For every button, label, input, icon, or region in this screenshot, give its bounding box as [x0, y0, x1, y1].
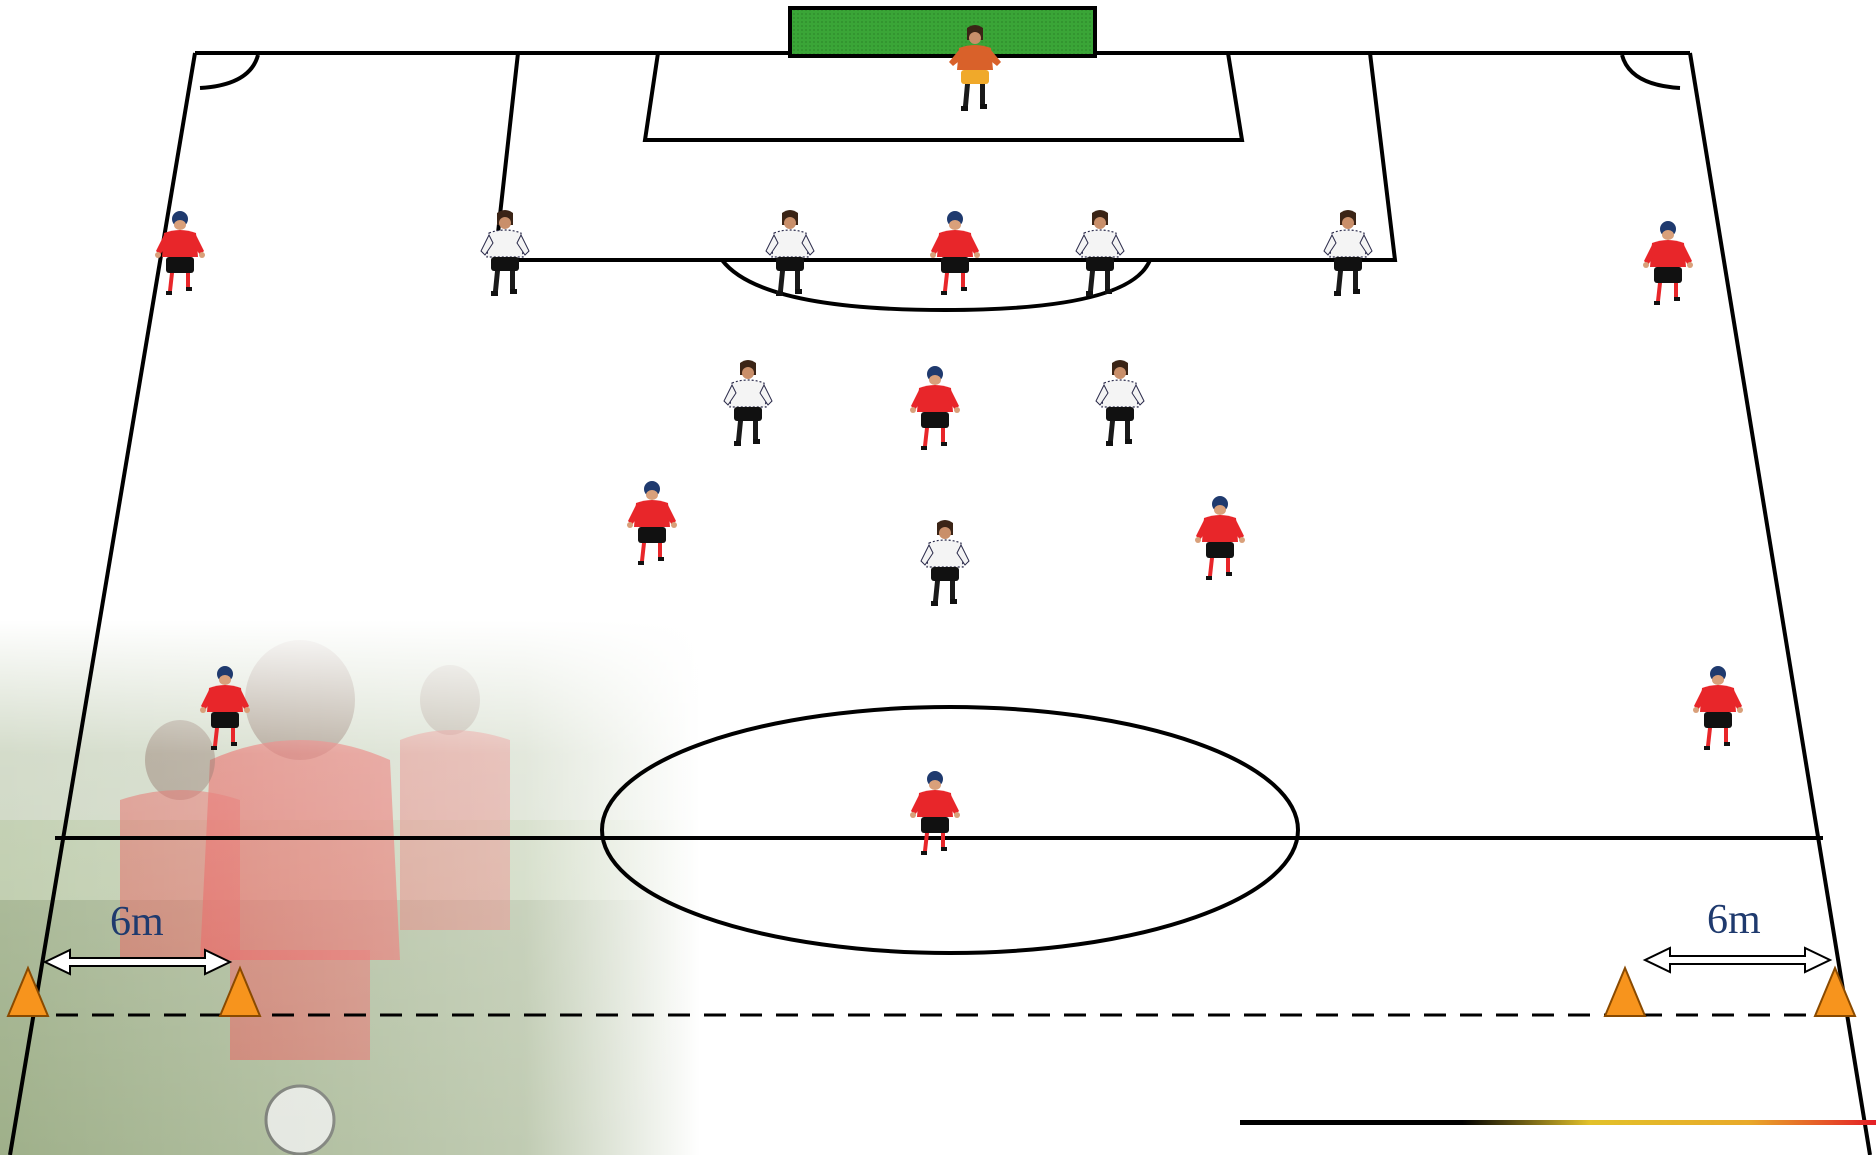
goal-net [790, 8, 1095, 56]
penalty-box [495, 53, 1395, 260]
goal-area [645, 53, 1242, 140]
center-circle [602, 707, 1298, 953]
red-player-left-mid [627, 481, 677, 565]
white-player-midfielder-2 [1096, 360, 1144, 446]
white-player-defender-1 [481, 210, 529, 296]
white-player-holding-mid [921, 520, 969, 606]
distance-label-left: 6m [110, 898, 164, 946]
corner-arc-right [1622, 55, 1680, 88]
white-player-defender-3 [1076, 210, 1124, 296]
distance-arrow-right [1645, 948, 1830, 972]
red-player-right-wing-high [1643, 221, 1693, 305]
background-photo [0, 620, 700, 1155]
red-player-attacking-mid [910, 366, 960, 450]
red-player-center-back [910, 771, 960, 855]
white-player-defender-4 [1324, 210, 1372, 296]
red-player-right-back [1693, 666, 1743, 750]
red-player-striker [930, 211, 980, 295]
corner-arc-left [200, 55, 258, 88]
brand-line [1240, 1120, 1876, 1125]
cone-right-outer [1815, 968, 1855, 1016]
white-player-defender-2 [766, 210, 814, 296]
red-player-right-mid [1195, 496, 1245, 580]
white-player-midfielder-1 [724, 360, 772, 446]
distance-label-right: 6m [1707, 896, 1761, 944]
red-player-left-wing-high [155, 211, 205, 295]
cone-right-inner [1605, 968, 1645, 1016]
